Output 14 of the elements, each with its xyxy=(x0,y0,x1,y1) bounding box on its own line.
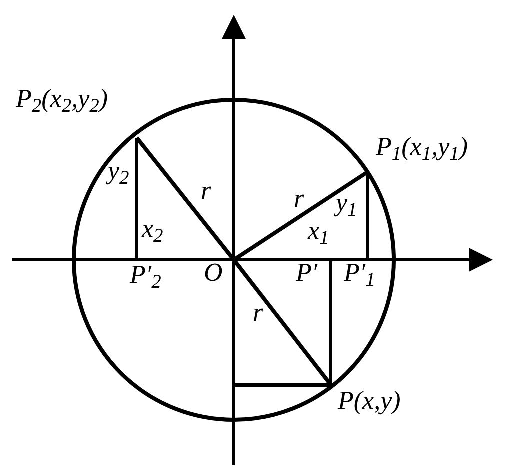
point-label: P(x,y) xyxy=(338,388,401,414)
coordinate-label: y$_{1}$ xyxy=(336,190,358,216)
point-label: P$_{1}$(x$_{1}$,y$_{1}$) xyxy=(376,134,468,160)
radius-label: r xyxy=(294,186,304,212)
coordinate-label: x$_{1}$ xyxy=(308,218,330,244)
coordinate-label: x$_{2}$ xyxy=(142,216,164,242)
radius-label: r xyxy=(253,300,264,326)
point-label: P$_{2}$(x$_{2}$,y$_{2}$) xyxy=(16,86,108,112)
radius-label: r xyxy=(201,178,212,204)
point-label: P′$_{1}$ xyxy=(344,260,376,286)
point-label: P′ xyxy=(296,260,318,286)
origin-label: O xyxy=(204,260,223,286)
point-label: P′$_{2}$ xyxy=(130,262,162,288)
coordinate-label: y$_{2}$ xyxy=(108,158,130,184)
